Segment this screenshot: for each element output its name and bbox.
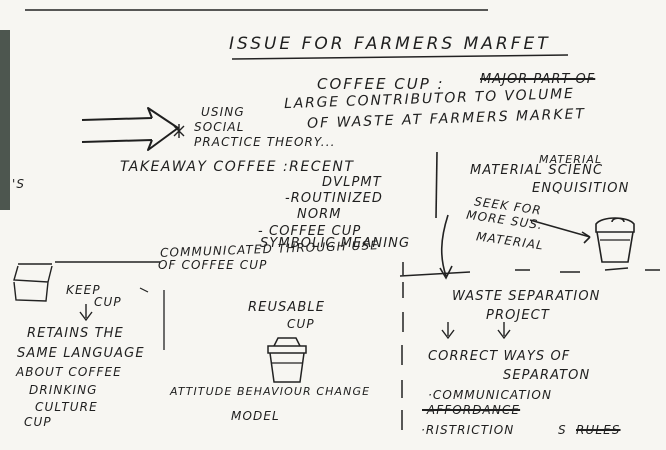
waste-bullet3-suffix: S <box>558 423 567 437</box>
takeaway-heading: TAKEAWAY COFFEE :RECENT <box>120 159 355 175</box>
dashed-separator <box>55 261 660 277</box>
problem-line1: COFFEE CUP : <box>317 75 445 93</box>
reusable-cup-icon <box>267 337 307 383</box>
waste-bullet3: ·RISTRICTION <box>421 423 515 437</box>
takeaway-point2: - COFFEE CUP <box>258 224 362 239</box>
reusable-model1: ATTITUDE BEHAVIOUR CHANGE <box>170 385 371 398</box>
takeaway-point3a: SYMBOLIC MEANING <box>260 236 411 251</box>
keep-cup-note4: DRINKING <box>29 383 98 397</box>
approach-line3: PRACTICE THEORY... <box>194 135 336 149</box>
reusable-model2: MODEL <box>231 409 280 423</box>
waste-bullet2: ·AFFORDANCE <box>422 403 521 417</box>
waste-heading2: PROJECT <box>486 308 550 323</box>
arrow-to-waste <box>440 214 449 277</box>
takeaway-heading2: DVLPMT <box>322 175 382 190</box>
waste-arrow-right <box>497 322 511 340</box>
keep-cup-note2: SAME LANGUAGE <box>17 346 145 361</box>
reusable-label2: CUP <box>287 317 315 331</box>
takeaway-point1a: -ROUTINIZED <box>285 191 384 206</box>
left-edge-shadow <box>0 30 10 210</box>
problem-crossed-out: MAJOR PART OF <box>480 72 596 87</box>
keep-cup-arrow <box>79 304 93 322</box>
keep-cup-note1: RETAINS THE <box>27 326 124 341</box>
material-cup-icon <box>595 217 635 263</box>
waste-heading1: WASTE SEPARATION <box>452 289 601 304</box>
dashed-vertical-separator <box>401 262 404 430</box>
material-line1: MATERIAL SCIENC <box>470 163 604 178</box>
takeaway-point3c: OF COFFEE CUP <box>158 258 268 272</box>
keep-cup-small-arrow <box>139 287 149 293</box>
keep-cup-note3: ABOUT COFFEE <box>16 365 122 379</box>
asterisk-mark <box>173 124 185 138</box>
waste-arrow-left <box>441 322 455 340</box>
arrow-icon <box>81 107 179 151</box>
vertical-divider-top <box>435 151 438 219</box>
keep-cup-label1: KEEP <box>66 283 101 297</box>
arrow-to-waste-head <box>439 265 453 280</box>
waste-sub1: CORRECT WAYS OF <box>428 349 571 364</box>
arrow-to-cup <box>529 219 591 244</box>
waste-sub2: SEPARATON <box>503 368 591 383</box>
material-crossed-out: MATERIAL <box>539 153 603 166</box>
takeaway-point1b: NORM <box>297 207 342 222</box>
material-line2: ENQUISITION <box>532 181 630 196</box>
title-underline <box>231 54 569 60</box>
left-edge-mark: 'S <box>12 177 26 191</box>
page-title: ISSUE FOR FARMERS MARFET <box>229 34 551 54</box>
keep-cup-note6: CUP <box>24 415 52 429</box>
waste-bullet1: ·COMMUNICATION <box>428 388 553 402</box>
waste-bullet3-crossed: RULES <box>576 423 621 437</box>
approach-line2: SOCIAL <box>194 120 245 134</box>
keep-cup-icon <box>13 263 53 302</box>
approach-line1: USING <box>201 105 245 119</box>
reusable-label1: REUSABLE <box>248 300 326 315</box>
keep-cup-label2: CUP <box>94 295 122 309</box>
keep-cup-note5: CULTURE <box>35 400 98 414</box>
